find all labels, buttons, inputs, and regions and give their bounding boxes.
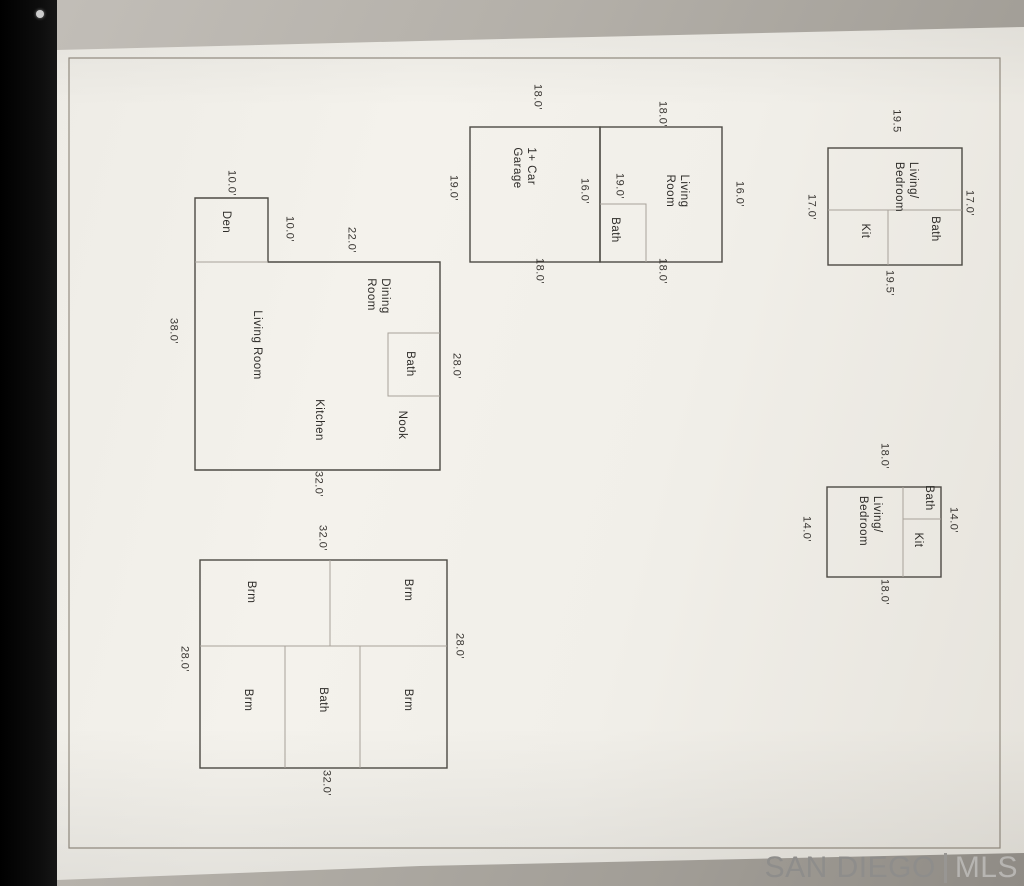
dim-label: 14.0' — [800, 515, 813, 543]
dim-label: 17.0' — [805, 193, 818, 221]
dim-label: 32.0' — [320, 769, 333, 797]
room-label-living-bedroom-d: Living/ Bedroom — [855, 496, 883, 546]
room-label-line: Living/ — [870, 495, 883, 533]
dim-label: 14.0' — [947, 506, 960, 534]
room-label-den: Den — [219, 210, 232, 234]
dim-label: 18.0' — [656, 257, 669, 285]
watermark-mls: MLS — [954, 851, 1018, 884]
room-label-line: Room — [664, 174, 676, 208]
dim-label: 18.0' — [656, 100, 669, 128]
room-label-bath-c: Bath — [403, 351, 416, 377]
room-label-brm-4: Brm — [241, 688, 254, 712]
dim-label: 17.0' — [963, 189, 976, 217]
room-label-bath-e: Bath — [316, 687, 329, 713]
dim-label: 18.0' — [878, 578, 891, 606]
dim-label: 28.0' — [453, 632, 466, 660]
mls-watermark: SAN DIEGO MLS — [765, 851, 1018, 885]
room-label-kit-a: Kit — [858, 223, 871, 239]
room-label-living-room-c: Living Room — [250, 310, 263, 380]
room-label-living-room-b: Living Room — [662, 174, 690, 207]
dim-label: 28.0' — [450, 352, 463, 380]
dim-label: 19.0' — [613, 172, 626, 200]
room-label-brm-3: Brm — [401, 688, 414, 712]
dim-label: 19.5' — [883, 269, 896, 297]
room-label-bath-b: Bath — [608, 217, 621, 243]
room-label-line: Bedroom — [893, 161, 905, 213]
room-label-line: Room — [365, 278, 377, 311]
room-label-nook: Nook — [395, 410, 408, 440]
dim-label: 16.0' — [733, 180, 746, 208]
page-border — [68, 57, 1001, 849]
unit-e-outline — [199, 559, 448, 769]
dim-label: 18.0' — [531, 83, 544, 111]
room-label-brm-1: Brm — [401, 578, 414, 602]
room-label-line: Living/ — [906, 161, 919, 199]
interior-partitions — [195, 203, 962, 768]
dim-label: 28.0' — [178, 645, 191, 673]
room-label-bath-d: Bath — [922, 485, 935, 511]
dim-label: 32.0' — [312, 470, 325, 498]
dim-label: 16.0' — [578, 177, 591, 205]
room-label-line: Bedroom — [857, 495, 869, 547]
dim-label: 38.0' — [167, 317, 180, 345]
room-label-garage: 1+ Car Garage — [509, 147, 537, 188]
dim-label: 22.0' — [345, 226, 358, 254]
room-label-kitchen: Kitchen — [312, 399, 325, 441]
unit-d-outline — [826, 486, 942, 578]
light-dot — [36, 10, 44, 18]
unit-b-outline — [469, 126, 723, 263]
dim-label: 19.5 — [890, 109, 903, 133]
dim-label: 10.0' — [283, 215, 296, 243]
room-label-dining-room: Dining Room — [363, 278, 391, 314]
photo-dark-edge — [0, 0, 57, 886]
room-label-living-bedroom-a: Living/ Bedroom — [891, 162, 919, 212]
room-label-kit-d: Kit — [911, 532, 924, 548]
unit-a-outline — [827, 147, 963, 266]
dim-label: 32.0' — [316, 524, 329, 552]
dim-label: 10.0' — [225, 169, 238, 197]
room-label-line: Dining — [378, 278, 391, 314]
room-label-brm-2: Brm — [244, 580, 257, 604]
watermark-sandiego: SAN DIEGO — [764, 851, 936, 884]
dim-label: 19.0' — [447, 174, 460, 202]
room-label-line: Living — [677, 174, 690, 208]
room-label-bath-a: Bath — [928, 216, 941, 242]
dim-label: 18.0' — [533, 257, 546, 285]
unit-c-outline — [194, 197, 441, 471]
watermark-divider — [943, 853, 947, 883]
room-label-line: 1+ Car — [524, 147, 537, 186]
dim-label: 18.0' — [878, 442, 891, 470]
room-label-line: Garage — [511, 147, 523, 189]
